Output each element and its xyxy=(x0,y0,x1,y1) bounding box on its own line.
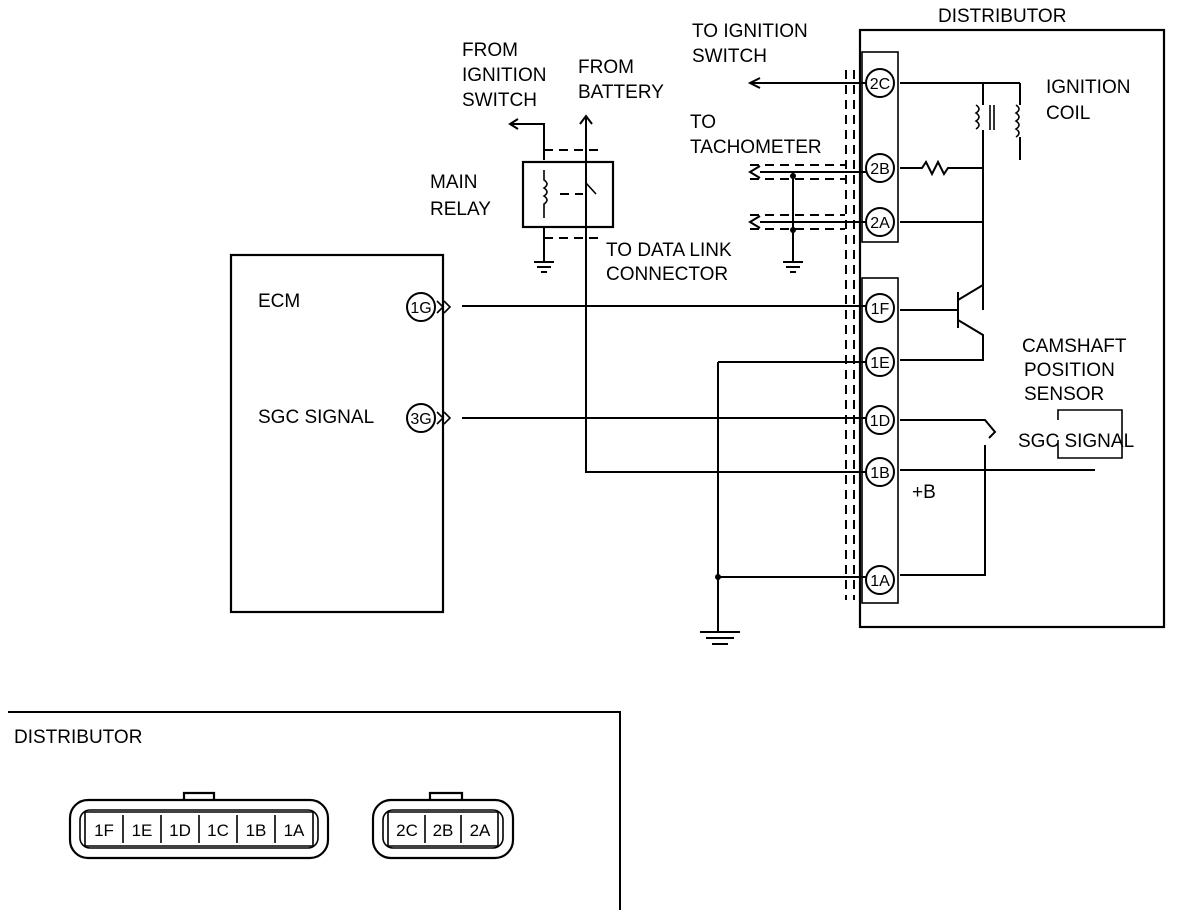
svg-text:1D: 1D xyxy=(870,413,890,430)
to-tachometer-label-2: TACHOMETER xyxy=(690,137,822,158)
svg-text:1B: 1B xyxy=(870,465,890,482)
connector-strip-1 xyxy=(861,277,899,604)
svg-text:2A: 2A xyxy=(870,215,890,232)
svg-text:1A: 1A xyxy=(870,573,890,590)
ecm-label: ECM xyxy=(258,291,300,312)
to-data-link-label-2: CONNECTOR xyxy=(606,264,728,285)
main-relay-symbol xyxy=(521,149,615,273)
camshaft-label-2: POSITION xyxy=(1024,360,1115,381)
connector-large-pin-2: 1E xyxy=(132,821,153,840)
to-tachometer-label-1: TO xyxy=(690,112,716,133)
connector-panel-border xyxy=(8,711,621,910)
ecm-pin-3g: 3G xyxy=(406,403,452,433)
pin-1f: 1F xyxy=(865,293,895,323)
from-ignition-switch-label-1: FROM xyxy=(462,40,518,61)
pin-2b: 2B xyxy=(865,153,895,183)
ecm-pin-1g: 1G xyxy=(406,292,452,322)
pin-1b: 1B xyxy=(865,457,895,487)
connector-large-pin-4: 1C xyxy=(207,821,229,840)
from-battery-label-1: FROM xyxy=(578,57,634,78)
connector-large: 1F 1E 1D 1C 1B 1A xyxy=(68,791,330,860)
camshaft-sensor-symbol xyxy=(1057,409,1123,459)
connector-large-pin-1: 1F xyxy=(94,821,114,840)
connector-strip-2 xyxy=(861,51,899,243)
harness-break-marks xyxy=(845,70,855,600)
camshaft-label-1: CAMSHAFT xyxy=(1022,336,1127,357)
distributor-internal-wiring xyxy=(900,159,1095,576)
ecm-box xyxy=(229,253,445,614)
pin-1a: 1A xyxy=(865,565,895,595)
to-ignition-switch-label-1: TO IGNITION xyxy=(692,21,808,42)
svg-text:3G: 3G xyxy=(410,411,431,428)
from-ignition-switch-label-3: SWITCH xyxy=(462,90,537,111)
to-ignition-switch-label-2: SWITCH xyxy=(692,46,767,67)
from-ignition-switch-label-2: IGNITION xyxy=(462,65,546,86)
camshaft-label-3: SENSOR xyxy=(1024,384,1104,405)
svg-text:1E: 1E xyxy=(870,355,890,372)
plus-b-label: +B xyxy=(912,482,936,503)
from-battery-label-2: BATTERY xyxy=(578,82,664,103)
connector-large-pin-5: 1B xyxy=(246,821,267,840)
pin-1d: 1D xyxy=(865,405,895,435)
connector-small: 2C 2B 2A xyxy=(371,791,515,860)
pin-2c: 2C xyxy=(865,68,895,98)
main-relay-label-1: MAIN xyxy=(430,172,478,193)
connector-large-pin-3: 1D xyxy=(169,821,191,840)
ignition-coil-symbol xyxy=(900,82,1021,310)
sgc-signal-ecm-label: SGC SIGNAL xyxy=(258,407,374,428)
connector-small-pin-3: 2A xyxy=(470,821,491,840)
svg-text:1F: 1F xyxy=(871,301,890,318)
distributor-box xyxy=(858,28,1166,629)
connector-small-pin-1: 2C xyxy=(396,821,418,840)
distributor-title: DISTRIBUTOR xyxy=(938,6,1066,27)
connector-panel-title: DISTRIBUTOR xyxy=(14,727,142,748)
svg-text:2C: 2C xyxy=(870,76,890,93)
to-data-link-label-1: TO DATA LINK xyxy=(606,240,732,261)
svg-text:2B: 2B xyxy=(870,161,890,178)
connector-small-pin-2: 2B xyxy=(433,821,454,840)
sgc-signal-sensor-label: SGC SIGNAL xyxy=(1018,431,1134,452)
ignition-coil-label-2: COIL xyxy=(1046,103,1090,124)
main-relay-label-2: RELAY xyxy=(430,199,491,220)
svg-text:1G: 1G xyxy=(410,300,431,317)
pin-1e: 1E xyxy=(865,347,895,377)
external-wiring xyxy=(462,77,866,645)
ignition-coil-label-1: IGNITION xyxy=(1046,77,1130,98)
connector-large-pin-6: 1A xyxy=(284,821,305,840)
pin-2a: 2A xyxy=(865,207,895,237)
